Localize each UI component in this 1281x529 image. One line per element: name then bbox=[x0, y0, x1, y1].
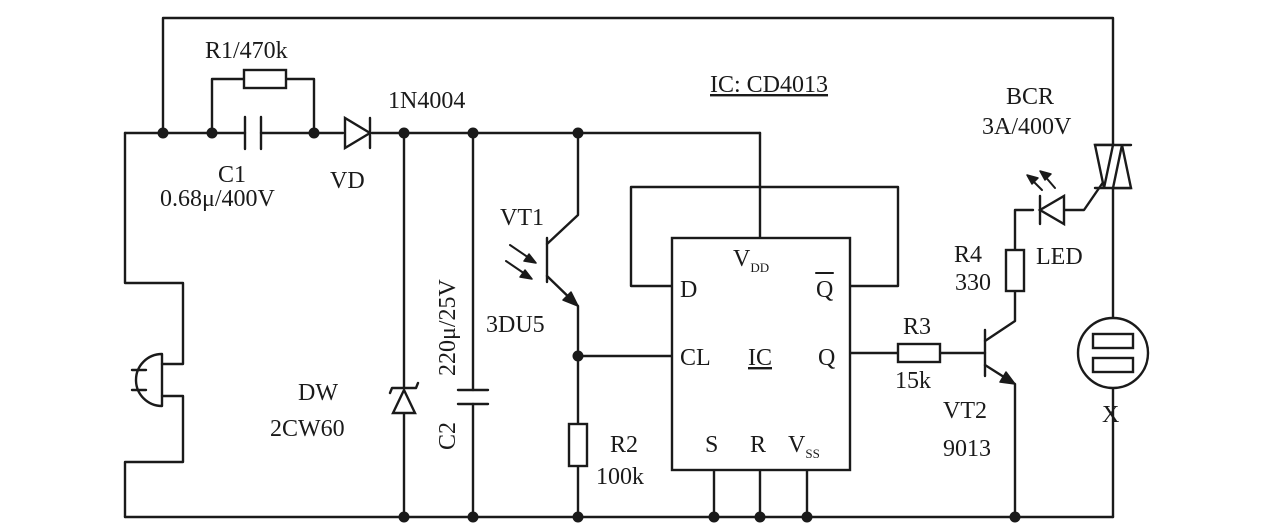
ic-pin-s: S bbox=[705, 432, 718, 458]
vd-label: VD bbox=[330, 168, 365, 194]
vt2-label: VT2 bbox=[943, 398, 987, 424]
c2-label: C2 bbox=[435, 422, 461, 450]
zener-dw bbox=[388, 381, 420, 415]
r2-value-label: 100k bbox=[596, 464, 644, 490]
ic-title: IC: CD4013 bbox=[710, 72, 828, 98]
diode-model-label: 1N4004 bbox=[388, 88, 465, 114]
labels: R1/470k 1N4004 C1 0.68μ/400V VD IC: CD40… bbox=[160, 38, 1119, 490]
ic-pin-qbar: Q bbox=[816, 277, 833, 303]
transistor-vt2 bbox=[983, 328, 1016, 385]
capacitor-c1 bbox=[243, 115, 263, 151]
load-x-label: X bbox=[1102, 402, 1119, 428]
r3-label: R3 bbox=[903, 314, 931, 340]
phototransistor-vt1 bbox=[505, 236, 579, 307]
c2-value-label: 220μ/25V bbox=[435, 278, 461, 376]
resistor-r2 bbox=[567, 422, 589, 468]
ic-pin-d: D bbox=[680, 277, 697, 303]
dw-label: DW bbox=[298, 380, 338, 406]
r4-label: R4 bbox=[954, 242, 982, 268]
r1-label: R1/470k bbox=[205, 38, 288, 64]
wires bbox=[123, 16, 1115, 519]
r3-value-label: 15k bbox=[895, 368, 931, 394]
ic-pin-cl: CL bbox=[680, 345, 711, 371]
ic-pin-vss: VSS bbox=[788, 432, 820, 461]
power-plug bbox=[130, 352, 164, 408]
ic-cd4013 bbox=[670, 236, 852, 472]
vt1-model-label: 3DU5 bbox=[486, 312, 545, 338]
dw-model-label: 2CW60 bbox=[270, 416, 345, 442]
capacitor-c2 bbox=[456, 388, 490, 406]
resistor-r4 bbox=[1004, 248, 1026, 293]
ic-pin-vdd: VDD bbox=[733, 246, 769, 275]
vt2-model-label: 9013 bbox=[943, 436, 991, 462]
r4-value-label: 330 bbox=[955, 270, 991, 296]
resistor-r1 bbox=[242, 68, 288, 90]
ic-pin-r: R bbox=[750, 432, 766, 458]
vt1-label: VT1 bbox=[500, 205, 544, 231]
diode-vd bbox=[343, 115, 373, 151]
r2-label: R2 bbox=[610, 432, 638, 458]
load-x bbox=[1076, 316, 1150, 390]
resistor-r3 bbox=[896, 342, 942, 364]
triac-bcr bbox=[1093, 143, 1133, 190]
bcr-label: BCR bbox=[1006, 84, 1054, 110]
led bbox=[1026, 170, 1066, 227]
junction-dots bbox=[157, 127, 1021, 523]
ic-pin-q: Q bbox=[818, 345, 835, 371]
bcr-rating-label: 3A/400V bbox=[982, 114, 1072, 140]
c1-value-label: 0.68μ/400V bbox=[160, 186, 276, 212]
c1-name-label: C1 bbox=[218, 162, 246, 188]
ic-center-label: IC bbox=[748, 345, 772, 371]
led-label: LED bbox=[1036, 244, 1083, 270]
